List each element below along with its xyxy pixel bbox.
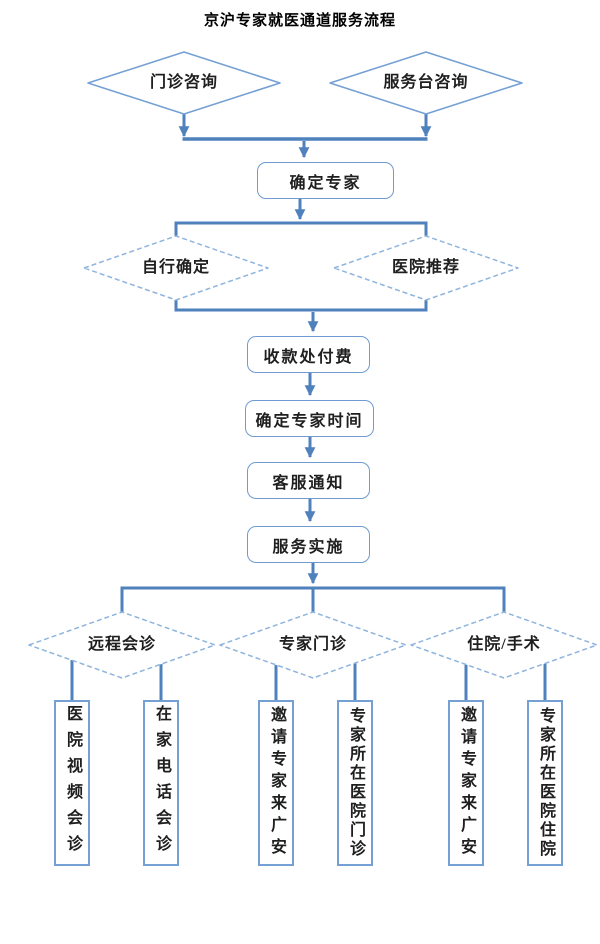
service-implementation-label: 服务实施 (272, 538, 345, 556)
self-determine-diamond-shape (83, 235, 269, 301)
remote-consultation-diamond-shape (28, 611, 216, 679)
node-hospital-recommend: 医院推荐 (391, 259, 460, 276)
node-customer-service-notify: 客服通知 (247, 462, 370, 499)
node-confirm-expert-time: 确定专家时间 (245, 400, 374, 437)
expert-hospital-inpatient-label: 专家所在医院住院 (537, 707, 554, 859)
invite-expert-inpatient-label: 邀请专家来广安 (458, 706, 475, 860)
node-hospital-video-consult: 医院视频会诊 (54, 700, 90, 866)
node-self-determine: 自行确定 (141, 259, 210, 276)
node-expert-hospital-outpatient: 专家所在医院门诊 (337, 700, 373, 866)
customer-service-notify-label: 客服通知 (272, 474, 345, 492)
node-outpatient-consult: 门诊咨询 (149, 74, 218, 91)
node-service-desk-consult: 服务台咨询 (383, 74, 469, 91)
hospitalization-surgery-diamond-shape (410, 611, 598, 679)
node-remote-consultation: 远程会诊 (87, 636, 156, 653)
invite-expert-clinic-label: 邀请专家来广安 (268, 706, 285, 860)
node-confirm-expert: 确定专家 (257, 162, 394, 199)
node-cashier-payment: 收款处付费 (247, 336, 370, 373)
node-invite-expert-to-guangan-inpatient: 邀请专家来广安 (448, 700, 484, 866)
node-expert-clinic: 专家门诊 (278, 636, 347, 653)
diagram-title: 京沪专家就医通道服务流程 (203, 12, 396, 29)
connector-selection-merge-bar (174, 300, 428, 312)
node-service-implementation: 服务实施 (247, 526, 370, 563)
hospital-recommend-diamond-shape (333, 235, 519, 301)
node-home-phone-consult: 在家电话会诊 (143, 700, 179, 866)
cashier-payment-label: 收款处付费 (263, 348, 354, 366)
node-hospitalization-surgery: 住院/手术 (467, 636, 541, 653)
expert-hospital-outpatient-label: 专家所在医院门诊 (347, 707, 364, 859)
service-desk-consult-diamond-shape (329, 51, 523, 115)
hospital-video-consult-label: 医院视频会诊 (64, 705, 81, 861)
home-phone-consult-label: 在家电话会诊 (153, 705, 170, 861)
node-invite-expert-to-guangan-clinic: 邀请专家来广安 (258, 700, 294, 866)
outpatient-consult-diamond-shape (87, 51, 281, 115)
confirm-expert-time-label: 确定专家时间 (255, 412, 364, 430)
node-expert-hospital-inpatient: 专家所在医院住院 (527, 700, 563, 866)
connector-split-bar (174, 221, 428, 237)
expert-clinic-diamond-shape (219, 611, 407, 679)
confirm-expert-label: 确定专家 (289, 174, 362, 192)
